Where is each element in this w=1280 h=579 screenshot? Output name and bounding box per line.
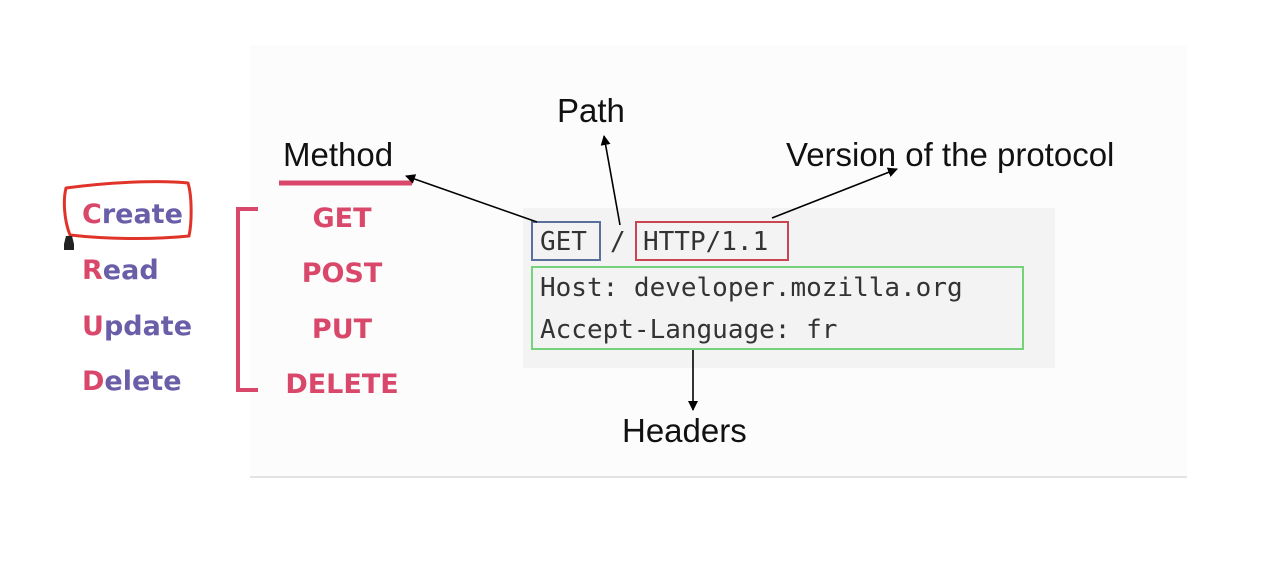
path-label: Path [557,92,625,129]
create-highlight-circle [62,180,193,241]
crud-update: Update [82,311,193,342]
path-arrow [600,135,621,226]
version-arrow [771,167,898,219]
crud-read: Read [82,255,159,286]
verb-delete: DELETE [285,369,399,400]
version-box [635,221,789,261]
verb-get: GET [312,203,372,234]
header-accept-language: Accept-Language: fr [540,315,838,345]
pen-cursor-icon [64,236,74,244]
verb-post: POST [301,258,383,289]
methods-bracket [236,207,258,392]
version-label: Version of the protocol [786,136,1115,173]
headers-box [531,266,1024,350]
request-version: HTTP/1.1 [643,227,769,257]
method-label: Method [283,136,394,173]
headers-label: Headers [622,412,747,449]
method-box [531,221,601,261]
crud-create: Create [82,199,183,230]
header-host: Host: developer.mozilla.org [540,273,963,303]
request-path: / [610,227,626,257]
method-arrow [405,174,538,223]
verb-put: PUT [311,314,373,345]
crud-delete: Delete [82,366,182,397]
request-method: GET [540,227,587,257]
